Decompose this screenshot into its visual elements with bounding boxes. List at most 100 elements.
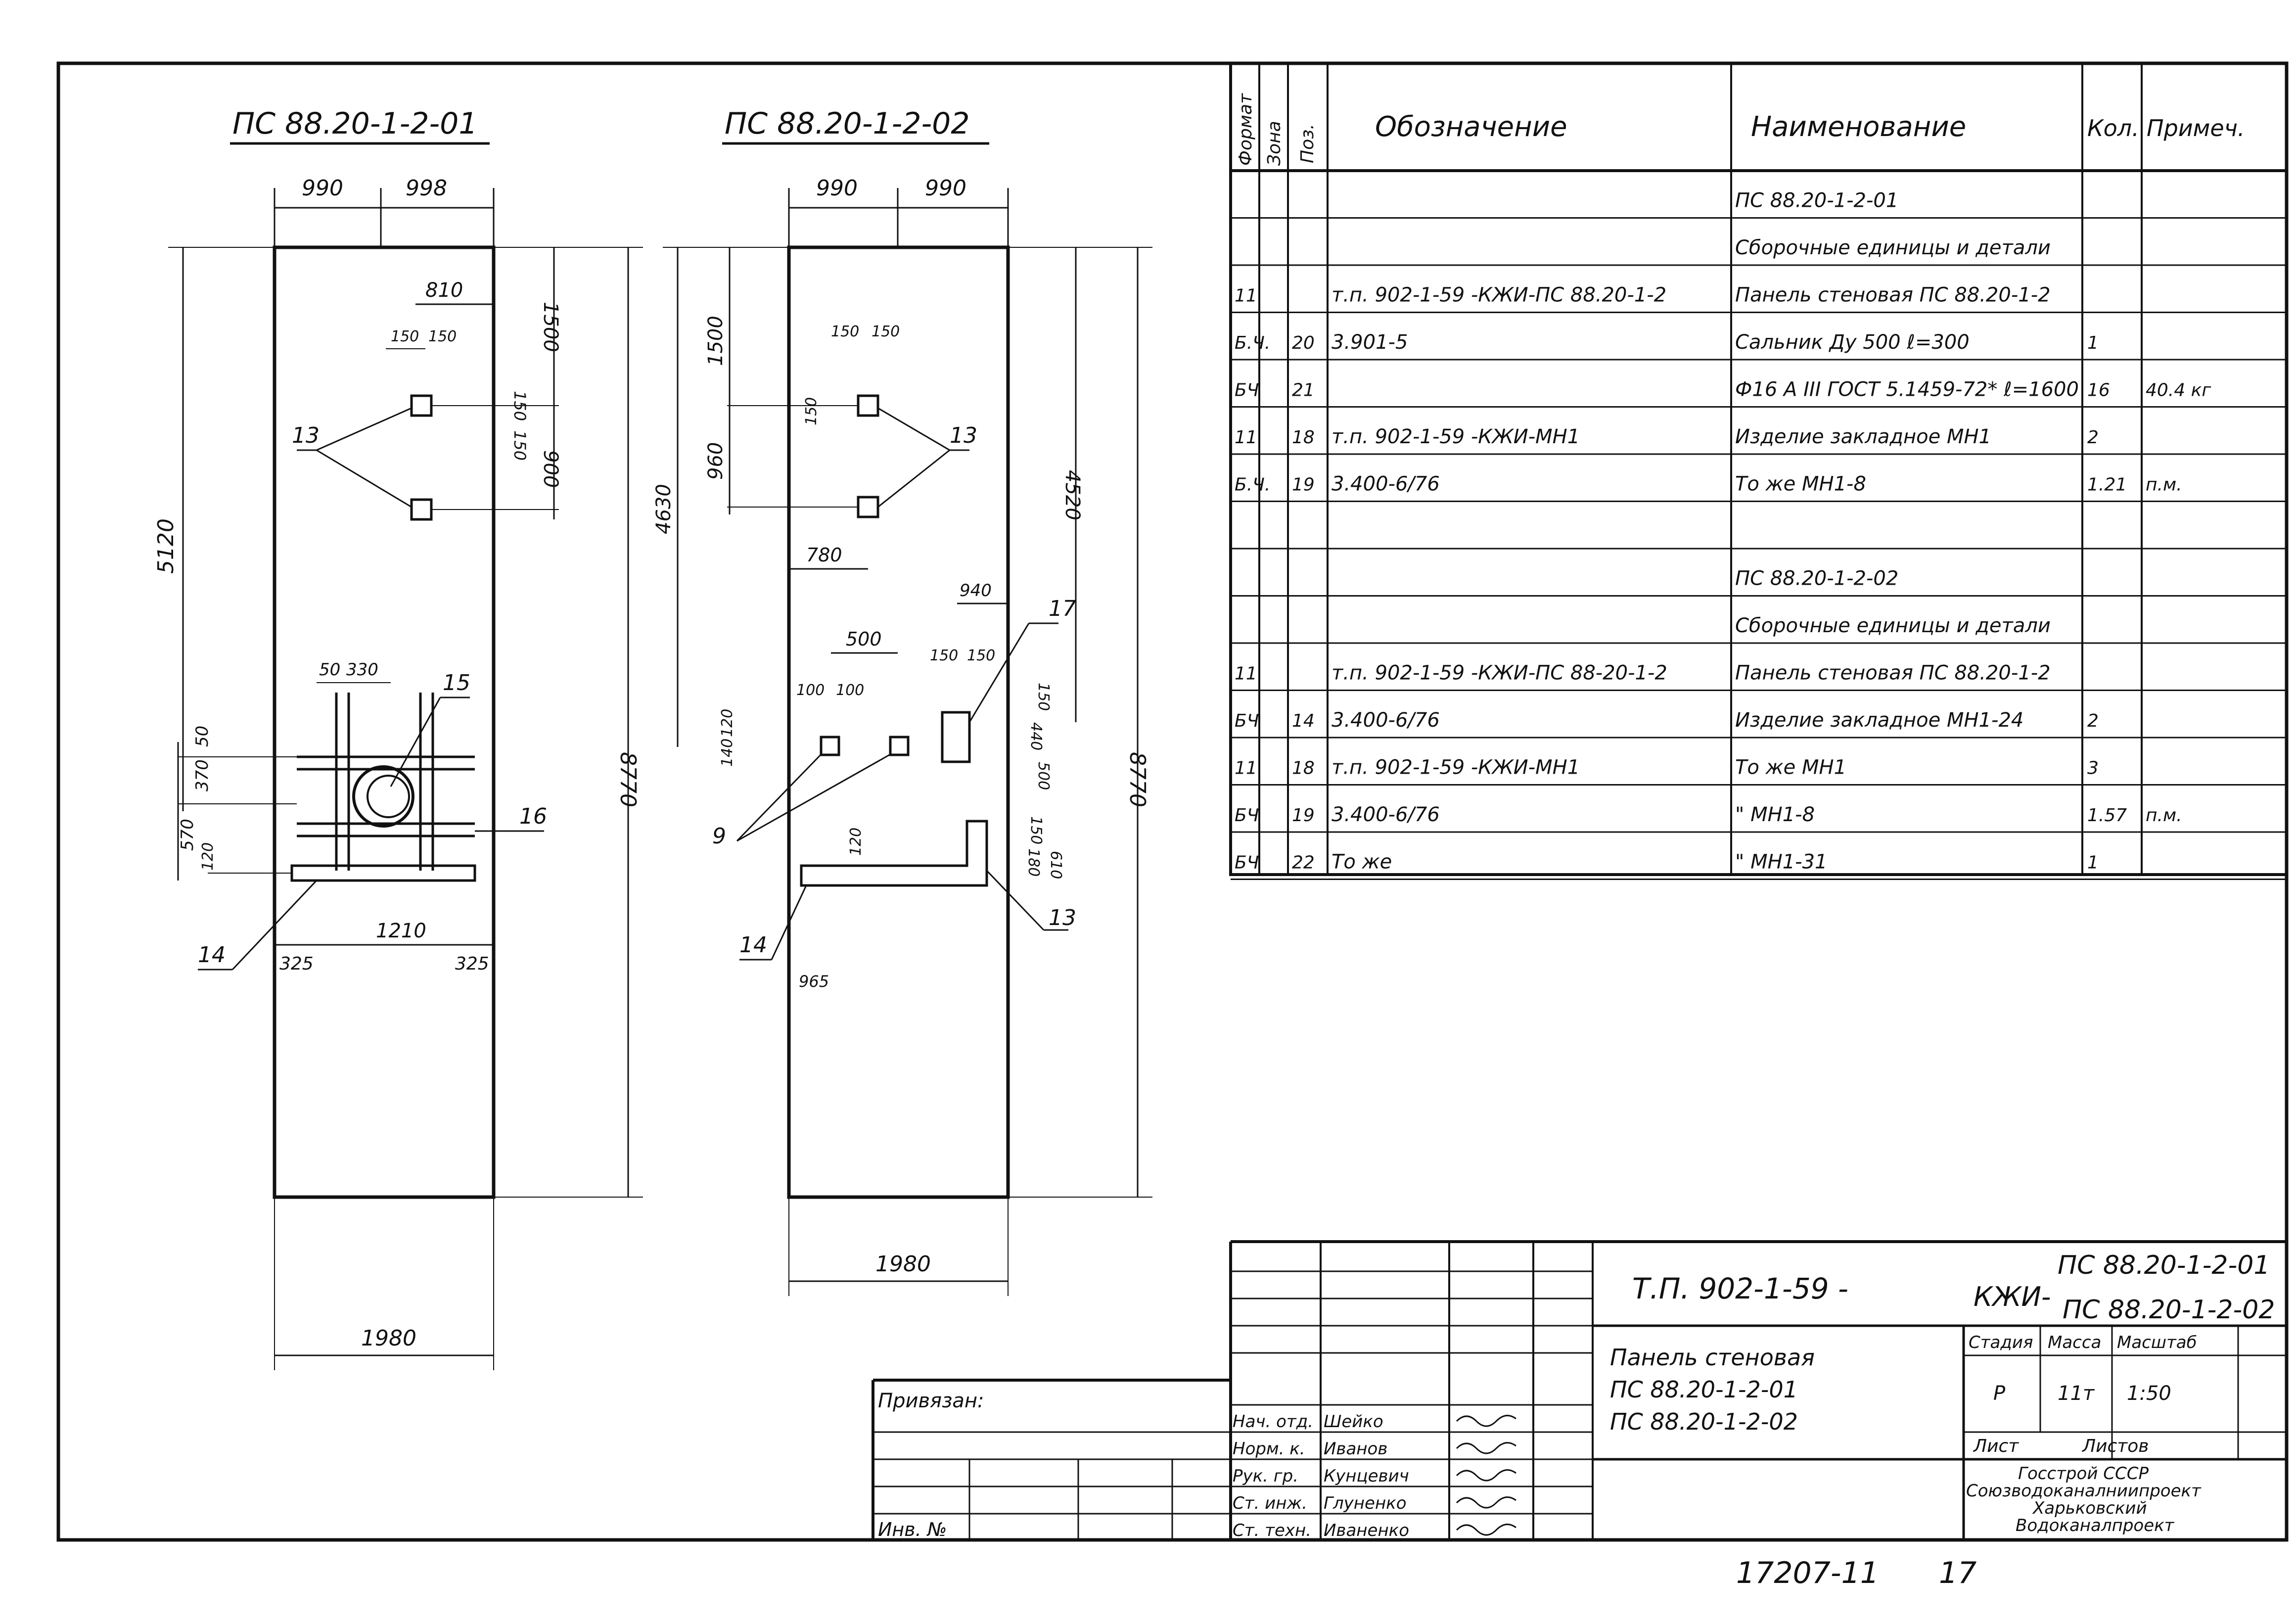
tb-name1: Панель стеновая xyxy=(1610,1344,1815,1371)
spec-cell: Панель стеновая ПС 88.20-1-2 xyxy=(1735,284,2051,307)
tb-code2: ПС 88.20-1-2-02 xyxy=(2063,1295,2275,1325)
signer-role: Рук. гр. xyxy=(1233,1466,1298,1486)
spec-cell: 3.901-5 xyxy=(1332,331,1408,354)
spec-cell: БЧ xyxy=(1235,805,1259,826)
spec-cell: 11 xyxy=(1235,758,1257,779)
tb-doc-code: Т.П. 902-1-59 - xyxy=(1632,1272,1848,1305)
dim-label: 50 xyxy=(192,726,212,747)
spec-header-designation: Обозначение xyxy=(1375,111,1567,143)
tb-binding-label: Привязан: xyxy=(878,1390,984,1412)
spec-cell: 3.400-6/76 xyxy=(1332,709,1440,732)
signature-mark xyxy=(1456,1415,1516,1427)
embedded-plate xyxy=(857,496,879,518)
spec-header-note: Примеч. xyxy=(2147,115,2245,141)
dim-label: 990 xyxy=(816,176,858,201)
dim-label: 150 xyxy=(428,328,457,345)
dim-label: 8770 xyxy=(1125,752,1150,807)
dim-label: 990 xyxy=(302,176,343,201)
leader-line xyxy=(968,623,1030,723)
spec-cell: 1 xyxy=(2087,853,2099,873)
tb-stage: Р xyxy=(1993,1382,2006,1405)
dim-label: 440 xyxy=(1027,722,1045,750)
dim-label: 150 xyxy=(831,323,859,340)
dim-label: 5120 xyxy=(153,518,179,574)
spec-cell: п.м. xyxy=(2146,805,2182,826)
spec-cell: 11 xyxy=(1235,286,1257,306)
dim-label: 50 xyxy=(319,660,340,680)
tb-org3: Харьковский xyxy=(2032,1498,2147,1518)
dim-label: 570 xyxy=(178,819,197,851)
spec-cell: Панель стеновая ПС 88.20-1-2 xyxy=(1735,662,2051,685)
signature-mark xyxy=(1456,1469,1516,1482)
spec-cell: БЧ xyxy=(1235,853,1259,873)
dim-label: 120 xyxy=(199,842,217,871)
leader-line xyxy=(316,407,412,451)
dim-label: 8770 xyxy=(615,752,641,807)
spec-cell: Сборочные единицы и детали xyxy=(1735,236,2051,259)
dim-label: 120 xyxy=(847,828,865,856)
leader-line xyxy=(877,449,950,508)
spec-cell: 21 xyxy=(1292,380,1315,401)
leader-line xyxy=(736,753,891,842)
spec-cell: БЧ xyxy=(1235,711,1259,731)
signature-mark xyxy=(1456,1496,1516,1509)
callout-15: 15 xyxy=(443,670,470,696)
dim-label: 1500 xyxy=(539,302,562,352)
tb-stage-label: Стадия xyxy=(1969,1333,2033,1352)
spec-cell: БЧ xyxy=(1235,380,1259,401)
dim-label: 370 xyxy=(192,759,212,791)
spec-cell: 2 xyxy=(2087,711,2099,731)
tb-org2: Союзводоканалниипроект xyxy=(1966,1481,2202,1501)
leader-line xyxy=(316,449,412,508)
dim-label: 150 xyxy=(967,647,995,664)
tb-sheet-label: Лист xyxy=(1973,1436,2019,1456)
panel-02-outline xyxy=(787,245,1010,1199)
spec-cell: 19 xyxy=(1292,475,1315,495)
signature-mark xyxy=(1456,1524,1516,1536)
spec-table: Формат Зона Поз. Обозначение Наименовани… xyxy=(1229,62,2288,880)
callout-13: 13 xyxy=(292,423,320,448)
dim-label: 960 xyxy=(704,442,727,480)
spec-cell: 18 xyxy=(1292,427,1315,448)
dim-label: 150 xyxy=(930,647,958,664)
spec-cell: Б.Ч. xyxy=(1235,333,1270,353)
embedded-plate xyxy=(410,394,433,417)
dim-label: 180 xyxy=(1025,848,1042,877)
dim-label: 940 xyxy=(960,581,992,601)
pipe-opening-inner xyxy=(367,775,410,818)
dim-label: 900 xyxy=(539,450,562,488)
spec-cell: " МН1-31 xyxy=(1735,851,1827,874)
dim-label: 1980 xyxy=(361,1326,416,1351)
signature-mark xyxy=(1456,1442,1516,1454)
tb-mass: 11т xyxy=(2058,1382,2095,1405)
dim-label: 150 xyxy=(872,323,900,340)
callout-13b: 13 xyxy=(1049,905,1076,930)
callout-14: 14 xyxy=(198,942,226,968)
dim-label: 610 xyxy=(1047,851,1064,879)
spec-cell: 16 xyxy=(2087,380,2110,401)
dim-label: 810 xyxy=(425,279,463,302)
tb-footer-code: 17207-11 xyxy=(1736,1556,1879,1590)
embedded-plate xyxy=(889,736,910,756)
dim-label: 4630 xyxy=(652,484,675,534)
dim-label: 100 xyxy=(796,682,825,699)
spec-cell: То же xyxy=(1332,851,1392,874)
tb-scale: 1:50 xyxy=(2127,1382,2171,1405)
dim-label: 1210 xyxy=(376,920,426,942)
tb-kzhi: КЖИ- xyxy=(1974,1281,2051,1312)
spec-cell: 3.400-6/76 xyxy=(1332,473,1440,496)
signer-role: Ст. инж. xyxy=(1233,1493,1307,1513)
embedded-plate xyxy=(820,736,840,756)
spec-cell: ПС 88.20-1-2-01 xyxy=(1735,189,1898,212)
leader-line xyxy=(231,880,318,971)
spec-cell: 40.4 кг xyxy=(2146,380,2211,401)
spec-cell: Сальник Ду 500 ℓ=300 xyxy=(1735,331,1970,354)
tb-org1: Госстрой СССР xyxy=(2018,1464,2149,1484)
title-block-outline xyxy=(872,1240,2287,1540)
spec-cell: 1 xyxy=(2087,333,2099,353)
embedded-strip-l xyxy=(800,820,988,887)
pipe-opening xyxy=(352,765,414,828)
callout-13a: 13 xyxy=(950,423,977,448)
dim-label: 325 xyxy=(279,954,314,974)
